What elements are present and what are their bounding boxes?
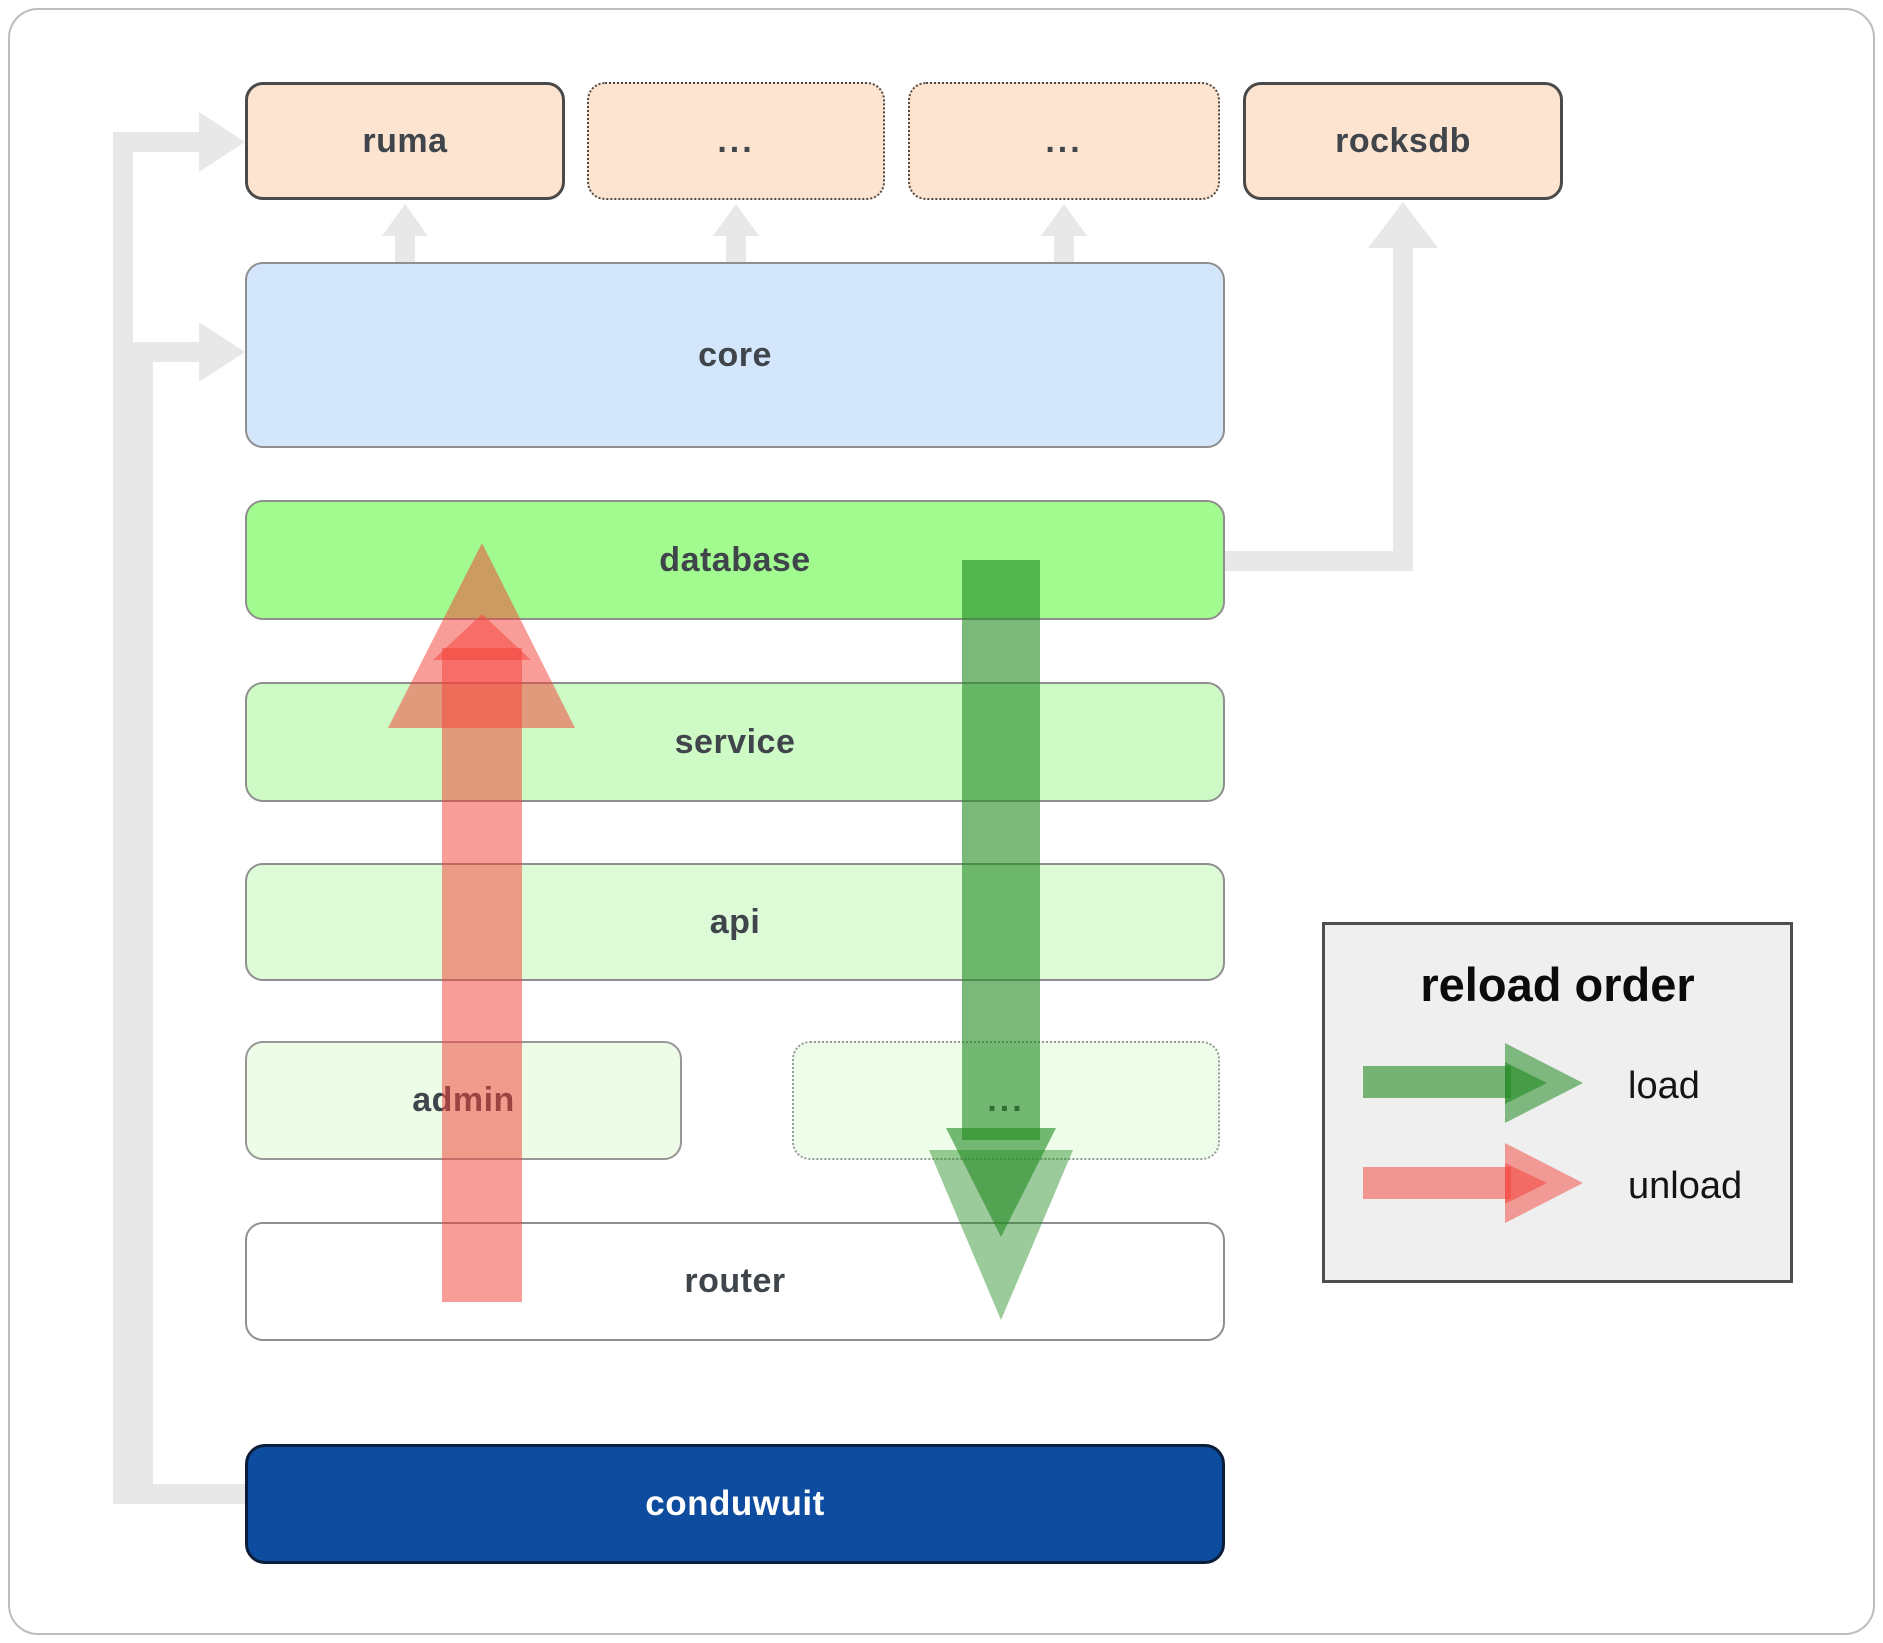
box-database: database: [245, 500, 1225, 620]
box-service: service: [245, 682, 1225, 802]
box-ruma: ruma: [245, 82, 565, 200]
box-rocksdb: rocksdb: [1243, 82, 1563, 200]
outer-frame: [8, 8, 1875, 1635]
box-conduwuit-label: conduwuit: [645, 1484, 825, 1523]
box-module-ellipsis-1: ...: [587, 82, 885, 200]
box-module-ellipsis-3-label: ...: [987, 1081, 1025, 1119]
box-database-label: database: [659, 540, 811, 579]
box-api: api: [245, 863, 1225, 981]
box-module-ellipsis-2: ...: [908, 82, 1220, 200]
box-admin-label: admin: [412, 1081, 515, 1119]
box-ruma-label: ruma: [362, 121, 448, 160]
box-api-label: api: [709, 902, 761, 941]
box-core: core: [245, 262, 1225, 448]
box-admin: admin: [245, 1041, 682, 1160]
legend-unload-label: unload: [1628, 1165, 1743, 1207]
box-rocksdb-label: rocksdb: [1335, 121, 1471, 160]
legend-title: reload order: [1420, 958, 1695, 1011]
box-core-label: core: [698, 335, 772, 374]
legend-load-label: load: [1628, 1065, 1700, 1107]
box-conduwuit: conduwuit: [245, 1444, 1225, 1564]
box-module-ellipsis-3: ...: [792, 1041, 1220, 1160]
box-router: router: [245, 1222, 1225, 1341]
box-module-ellipsis-1-label: ...: [717, 121, 755, 160]
box-service-label: service: [674, 722, 796, 761]
box-module-ellipsis-2-label: ...: [1045, 121, 1083, 160]
legend: reload order load unload: [1322, 922, 1793, 1283]
box-router-label: router: [684, 1262, 786, 1300]
